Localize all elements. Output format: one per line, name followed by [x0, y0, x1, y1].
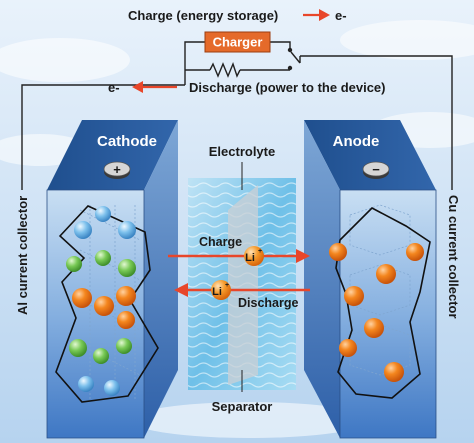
charge-caption: Charge (energy storage): [128, 8, 278, 23]
electrolyte-label: Electrolyte: [209, 144, 275, 159]
lithium-ion: [406, 243, 424, 261]
separator-label: Separator: [212, 399, 273, 414]
cathode-ions: [66, 206, 136, 396]
li-ion-bottom-label: Li: [212, 286, 222, 298]
electrolyte-region: [188, 178, 296, 390]
charge-label: Charge: [199, 235, 242, 249]
cobalt-ion: [118, 221, 136, 239]
lithium-ion: [384, 362, 404, 382]
discharge-electron: e-: [108, 80, 120, 95]
switch-contact-top: [287, 47, 293, 53]
lithium-ion: [117, 311, 135, 329]
lithium-ion: [329, 243, 347, 261]
li-ion-charging: [244, 246, 264, 266]
cathode-label: Cathode: [97, 133, 157, 150]
oxygen-ion: [93, 348, 109, 364]
lithium-ion: [364, 318, 384, 338]
switch-lever: [290, 51, 301, 64]
anode-sign: −: [372, 162, 380, 177]
resistor-icon: [209, 62, 241, 78]
charge-electron: e-: [335, 8, 347, 23]
al-collector-label: Al current collector: [15, 196, 30, 315]
li-ion-top-sign: +: [258, 248, 262, 255]
lithium-ion: [116, 286, 136, 306]
charge-ion-arrow-icon: [296, 249, 310, 263]
discharge-caption: Discharge (power to the device): [189, 80, 386, 95]
discharge-ion-arrow-icon: [174, 283, 188, 297]
discharge-label: Discharge: [238, 296, 298, 310]
cobalt-ion: [78, 376, 94, 392]
clouds: [0, 20, 474, 438]
oxygen-ion: [116, 338, 132, 354]
charger-label: Charger: [213, 35, 263, 50]
oxygen-ion: [118, 259, 136, 277]
external-circuit: [21, 41, 453, 190]
discharge-arrow-icon: [132, 81, 143, 93]
li-ion-bottom-sign: +: [225, 282, 229, 289]
oxygen-ion: [69, 339, 87, 357]
cathode-terminal: [103, 161, 131, 179]
anode-terminal: [362, 161, 390, 179]
li-ion-top-label: Li: [245, 252, 255, 264]
cathode-cell: [46, 120, 178, 439]
anode-label: Anode: [333, 133, 380, 150]
oxygen-ion: [95, 250, 111, 266]
cathode-lattice: [55, 205, 159, 403]
charger-box: [204, 31, 271, 53]
separator-membrane: [228, 185, 258, 385]
cobalt-ion: [104, 380, 120, 396]
oxygen-ion: [66, 256, 82, 272]
lithium-ion: [344, 286, 364, 306]
li-ion-discharging: [211, 280, 231, 300]
cobalt-ion: [95, 206, 111, 222]
cobalt-ion: [74, 221, 92, 239]
charge-arrow-icon: [319, 9, 330, 21]
cu-collector-label: Cu current collector: [446, 195, 461, 319]
anode-ions: [329, 243, 424, 382]
switch-contact-bottom: [287, 65, 293, 71]
lithium-ion: [72, 288, 92, 308]
cathode-sign: +: [113, 162, 121, 177]
lithium-ion: [376, 264, 396, 284]
lithium-ion: [339, 339, 357, 357]
lithium-ion: [94, 296, 114, 316]
